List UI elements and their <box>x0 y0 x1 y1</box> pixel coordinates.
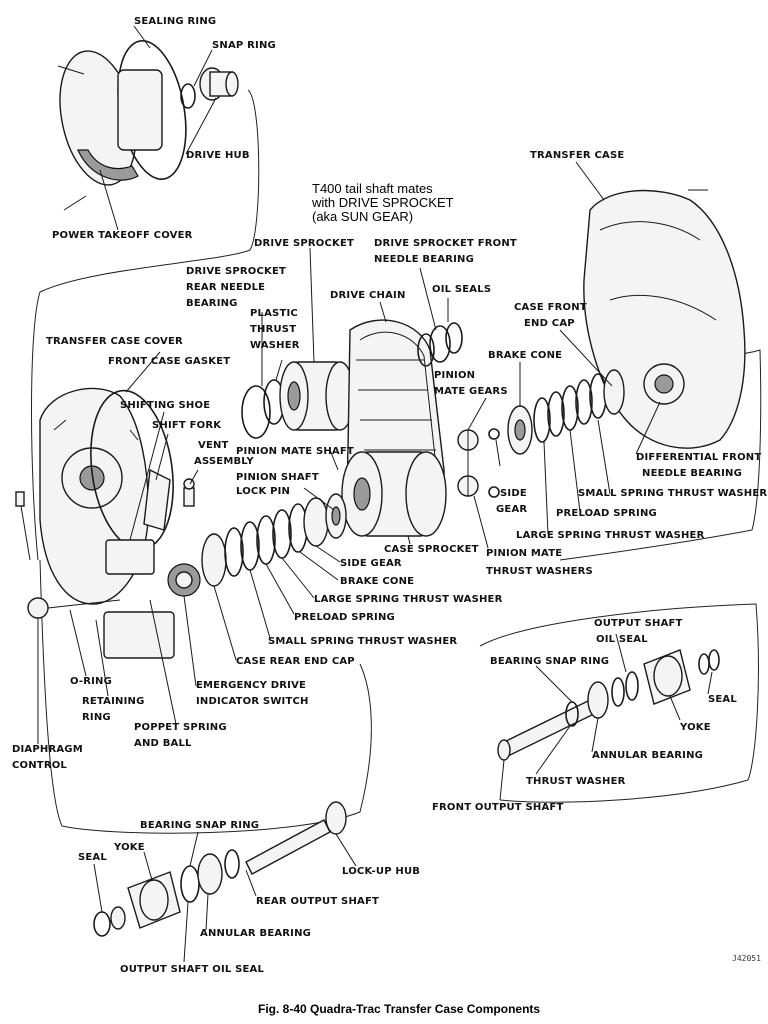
label-pinion-mate-gears-1: PINION <box>434 370 476 381</box>
label-drive-sprocket-rear-needle-2: REAR NEEDLE <box>186 282 266 293</box>
label-retaining-ring-2: RING <box>82 712 111 723</box>
label-pinion-mate-gears-2: MATE GEARS <box>434 386 508 397</box>
label-drive-hub: DRIVE HUB <box>186 150 250 161</box>
label-case-rear-end-cap: CASE REAR END CAP <box>236 656 355 667</box>
pinion-mate-gears-drawing <box>457 428 500 498</box>
label-side-gear-lower: SIDE GEAR <box>340 558 402 569</box>
label-drive-chain: DRIVE CHAIN <box>330 290 406 301</box>
label-drive-sprocket: DRIVE SPROCKET <box>254 238 355 249</box>
label-differential-front-1: DIFFERENTIAL FRONT <box>636 452 762 463</box>
figure-caption: Fig. 8-40 Quadra-Trac Transfer Case Comp… <box>258 1002 541 1016</box>
label-pinion-mate-shaft: PINION MATE SHAFT <box>236 446 354 457</box>
label-yoke-right: YOKE <box>680 722 711 733</box>
label-poppet-spring-1: POPPET SPRING <box>134 722 227 733</box>
upper-group-outline <box>31 89 260 561</box>
label-plastic-thrust-washer-2: THRUST <box>250 324 297 335</box>
label-yoke-lower: YOKE <box>114 842 145 853</box>
label-case-sprocket: CASE SPROCKET <box>384 544 479 555</box>
label-drive-sprocket-rear-needle-1: DRIVE SPROCKET <box>186 266 287 277</box>
label-pinion-mate-thrust-washers-1: PINION MATE <box>486 548 563 559</box>
label-drive-sprocket-front-needle-1: DRIVE SPROCKET FRONT <box>374 238 517 249</box>
label-preload-spring-upper: PRELOAD SPRING <box>556 508 657 519</box>
note-line-2: with DRIVE SPROCKET <box>312 195 454 210</box>
label-plastic-thrust-washer-3: WASHER <box>250 340 300 351</box>
label-front-output-shaft: FRONT OUTPUT SHAFT <box>432 802 564 813</box>
label-drive-sprocket-front-needle-2: NEEDLE BEARING <box>374 254 475 265</box>
diaphragm-control-drawing <box>15 491 121 619</box>
lower-spring-stack-drawing <box>201 493 347 587</box>
label-plastic-thrust-washer-1: PLASTIC <box>250 308 298 319</box>
label-side-gear-right-2: GEAR <box>496 504 528 515</box>
case-sprocket-drawing <box>341 451 447 537</box>
upper-spring-stack-drawing <box>507 369 625 455</box>
label-side-gear-right-1: SIDE <box>500 488 527 499</box>
label-large-spring-thrust-washer-upper: LARGE SPRING THRUST WASHER <box>516 530 705 541</box>
vent-assembly-drawing <box>183 478 195 507</box>
label-pinion-shaft-lock-pin-2: LOCK PIN <box>236 486 291 497</box>
label-small-spring-thrust-washer-upper: SMALL SPRING THRUST WASHER <box>578 488 768 499</box>
label-output-shaft-oil-seal-right-1: OUTPUT SHAFT <box>594 618 683 629</box>
label-diaphragm-control-1: DIAPHRAGM <box>12 744 83 755</box>
label-seal-right: SEAL <box>708 694 737 705</box>
label-shifting-shoe: SHIFTING SHOE <box>120 400 211 411</box>
oil-seals-drawing <box>417 322 463 367</box>
label-large-spring-thrust-washer-lower: LARGE SPRING THRUST WASHER <box>314 594 503 605</box>
label-poppet-spring-2: AND BALL <box>134 738 192 749</box>
label-rear-output-shaft: REAR OUTPUT SHAFT <box>256 896 380 907</box>
label-shift-fork: SHIFT FORK <box>152 420 222 431</box>
label-oil-seals: OIL SEALS <box>432 284 492 295</box>
rear-output-shaft-drawing <box>93 801 347 937</box>
label-lock-up-hub: LOCK-UP HUB <box>342 866 421 877</box>
main-group-outline-left <box>39 559 372 834</box>
front-output-shaft-drawing <box>497 649 720 761</box>
output-group-outline <box>479 603 759 803</box>
drive-hub-drawing <box>199 67 239 101</box>
label-pinion-mate-thrust-washers-2: THRUST WASHERS <box>486 566 593 577</box>
label-o-ring: O-RING <box>70 676 113 687</box>
drive-sprocket-drawing <box>241 361 355 439</box>
label-output-shaft-oil-seal-right-2: OIL SEAL <box>596 634 648 645</box>
label-emergency-drive-2: INDICATOR SWITCH <box>196 696 309 707</box>
label-case-front-end-cap-1: CASE FRONT <box>514 302 587 313</box>
label-preload-spring-lower: PRELOAD SPRING <box>294 612 395 623</box>
note-line-1: T400 tail shaft mates <box>312 181 433 196</box>
label-pinion-shaft-lock-pin-1: PINION SHAFT <box>236 472 319 483</box>
label-differential-front-2: NEEDLE BEARING <box>642 468 743 479</box>
power-takeoff-cover-drawing <box>57 40 187 211</box>
label-vent-assembly-2: ASSEMBLY <box>194 456 254 467</box>
label-diaphragm-control-2: CONTROL <box>12 760 68 771</box>
leader-lines <box>37 25 713 963</box>
label-annular-bearing-lower: ANNULAR BEARING <box>200 928 312 939</box>
label-front-case-gasket: FRONT CASE GASKET <box>108 356 231 367</box>
label-output-shaft-oil-seal-lower: OUTPUT SHAFT OIL SEAL <box>120 964 265 975</box>
label-transfer-case-cover: TRANSFER CASE COVER <box>46 336 183 347</box>
label-transfer-case: TRANSFER CASE <box>530 150 625 161</box>
label-bearing-snap-ring-right: BEARING SNAP RING <box>490 656 610 667</box>
label-small-spring-thrust-washer-lower: SMALL SPRING THRUST WASHER <box>268 636 458 647</box>
label-brake-cone-upper: BRAKE CONE <box>488 350 563 361</box>
shift-mechanism-drawing <box>103 468 201 659</box>
label-sealing-ring: SEALING RING <box>134 16 217 27</box>
label-bearing-snap-ring-lower: BEARING SNAP RING <box>140 820 260 831</box>
label-vent-assembly-1: VENT <box>198 440 229 451</box>
reference-code: J42051 <box>732 954 761 963</box>
label-drive-sprocket-rear-needle-3: BEARING <box>186 298 238 309</box>
label-annular-bearing-right: ANNULAR BEARING <box>592 750 704 761</box>
label-power-takeoff-cover: POWER TAKEOFF COVER <box>52 230 193 241</box>
label-retaining-ring-1: RETAINING <box>82 696 145 707</box>
note-line-3: (aka SUN GEAR) <box>312 209 414 224</box>
label-case-front-end-cap-2: END CAP <box>524 318 575 329</box>
snap-ring-drawing <box>180 83 196 109</box>
label-emergency-drive-1: EMERGENCY DRIVE <box>196 680 307 691</box>
label-snap-ring: SNAP RING <box>212 40 276 51</box>
transfer-case-drawing <box>583 189 746 449</box>
label-seal-lower: SEAL <box>78 852 107 863</box>
label-brake-cone-lower: BRAKE CONE <box>340 576 415 587</box>
label-thrust-washer-right: THRUST WASHER <box>526 776 626 787</box>
